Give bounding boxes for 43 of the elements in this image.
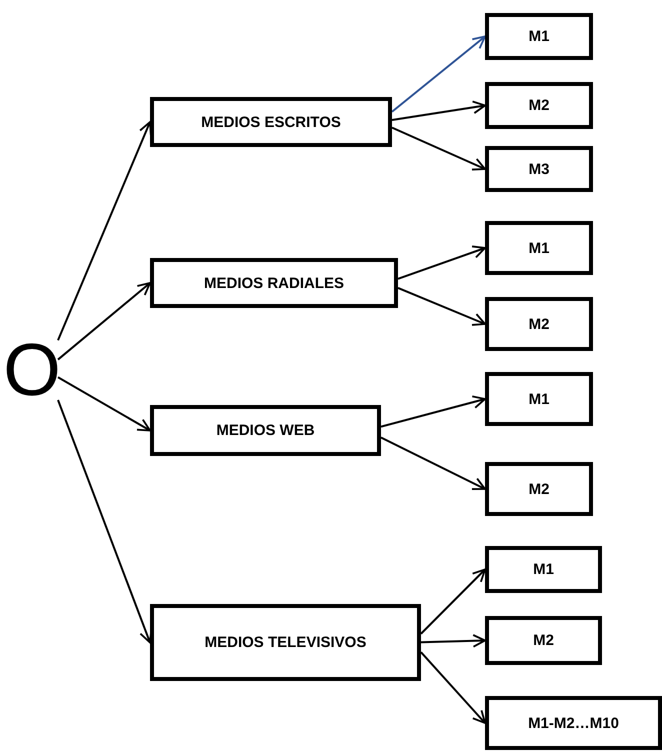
box-label: M2 <box>532 632 555 649</box>
box-label: M2 <box>528 316 550 332</box>
media-box <box>485 462 593 516</box>
media-box <box>150 258 398 308</box>
media-box <box>485 13 593 60</box>
box-label: M1 <box>532 561 555 578</box>
origin-label: O <box>6 334 58 406</box>
box-label: M1-M2…M10 <box>527 714 620 732</box>
arrow <box>392 100 486 121</box>
box-label: MEDIOS RADIALES <box>202 274 345 292</box>
media-box <box>485 616 602 665</box>
arrow <box>57 282 151 360</box>
media-box <box>485 146 593 192</box>
box-label: M1 <box>528 240 550 256</box>
box-label: M2 <box>528 480 550 498</box>
box-label: M1 <box>528 28 550 45</box>
box-label: M2 <box>528 97 550 114</box>
arrow <box>391 36 486 113</box>
media-box <box>150 97 392 147</box>
media-box <box>485 546 602 593</box>
box-label: MEDIOS WEB <box>215 422 316 439</box>
arrow <box>420 651 486 724</box>
arrow <box>398 245 486 280</box>
box-label: M3 <box>528 160 550 178</box>
media-box <box>485 372 593 426</box>
arrow <box>57 121 152 341</box>
arrow <box>392 126 486 171</box>
arrow <box>57 400 152 644</box>
arrow <box>420 568 486 634</box>
box-label: MEDIOS TELEVISIVOS <box>204 634 368 651</box>
media-box <box>485 297 593 351</box>
arrow <box>398 287 486 326</box>
box-label: M1 <box>528 390 550 408</box>
media-box <box>485 82 593 129</box>
arrow <box>380 436 486 490</box>
arrow <box>380 395 486 428</box>
media-box <box>485 696 662 750</box>
media-box <box>150 604 421 681</box>
arrow <box>420 634 486 648</box>
box-label: MEDIOS ESCRITOS <box>200 114 342 130</box>
media-box <box>485 221 593 275</box>
arrow <box>58 376 151 432</box>
media-box <box>150 405 381 456</box>
